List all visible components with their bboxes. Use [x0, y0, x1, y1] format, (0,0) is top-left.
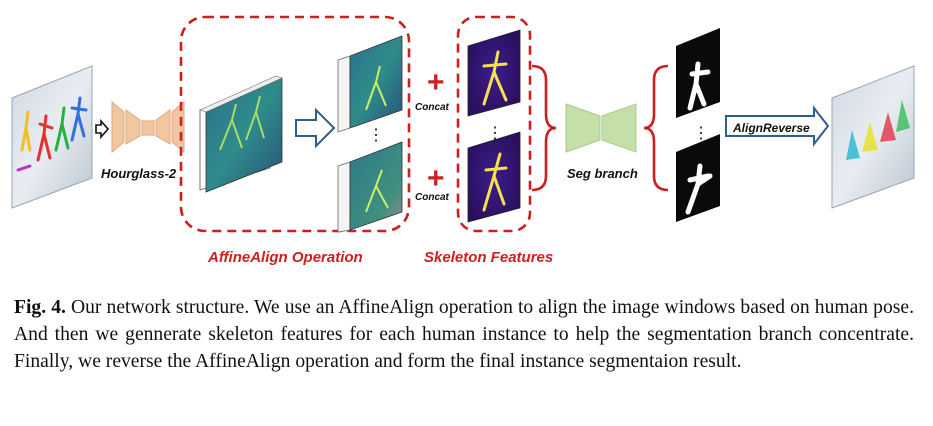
brace-left-icon	[531, 64, 557, 192]
concat-label-bottom: Concat	[415, 192, 450, 203]
align-reverse-label: AlignReverse	[732, 121, 810, 135]
seg-branch-network	[565, 103, 637, 153]
affinealign-dashed-box	[179, 15, 411, 233]
align-reverse-arrow	[725, 105, 830, 147]
input-image	[11, 65, 93, 209]
aligned-window-top	[337, 35, 403, 133]
hourglass-label: Hourglass-2	[101, 166, 177, 181]
hourglass-network	[111, 100, 185, 154]
mask-output-top	[676, 28, 720, 118]
skeleton-features-label: Skeleton Features	[424, 249, 553, 266]
output-image	[831, 65, 915, 209]
seg-branch-label: Seg branch	[567, 166, 638, 181]
align-arrow-icon	[295, 107, 336, 149]
plus-icon-bottom: +	[427, 162, 445, 195]
skeleton-feature-bottom	[467, 131, 521, 223]
input-arrow-icon	[95, 118, 110, 140]
dots-mask: ⋮	[693, 125, 709, 142]
concat-label-top: Concat	[415, 102, 450, 113]
network-structure-figure: Hourglass-2 ⋮ + Concat + Concat ⋮	[11, 15, 915, 266]
skeleton-feature-top	[467, 29, 521, 117]
caption-label: Fig. 4.	[14, 297, 66, 318]
mask-output-bottom	[676, 134, 720, 222]
dots-left: ⋮	[368, 127, 384, 144]
aligned-window-bottom	[337, 141, 403, 233]
skeleton-dashed-box	[456, 15, 532, 233]
affinealign-operation-label: AffineAlign Operation	[207, 249, 363, 266]
dots-skeleton: ⋮	[487, 125, 503, 142]
caption-text: Our network structure. We use an AffineA…	[14, 297, 914, 372]
brace-right-icon	[643, 64, 669, 192]
feature-map-block	[199, 75, 283, 193]
figure-caption: Fig. 4. Our network structure. We use an…	[14, 294, 914, 375]
plus-icon-top: +	[427, 66, 445, 99]
